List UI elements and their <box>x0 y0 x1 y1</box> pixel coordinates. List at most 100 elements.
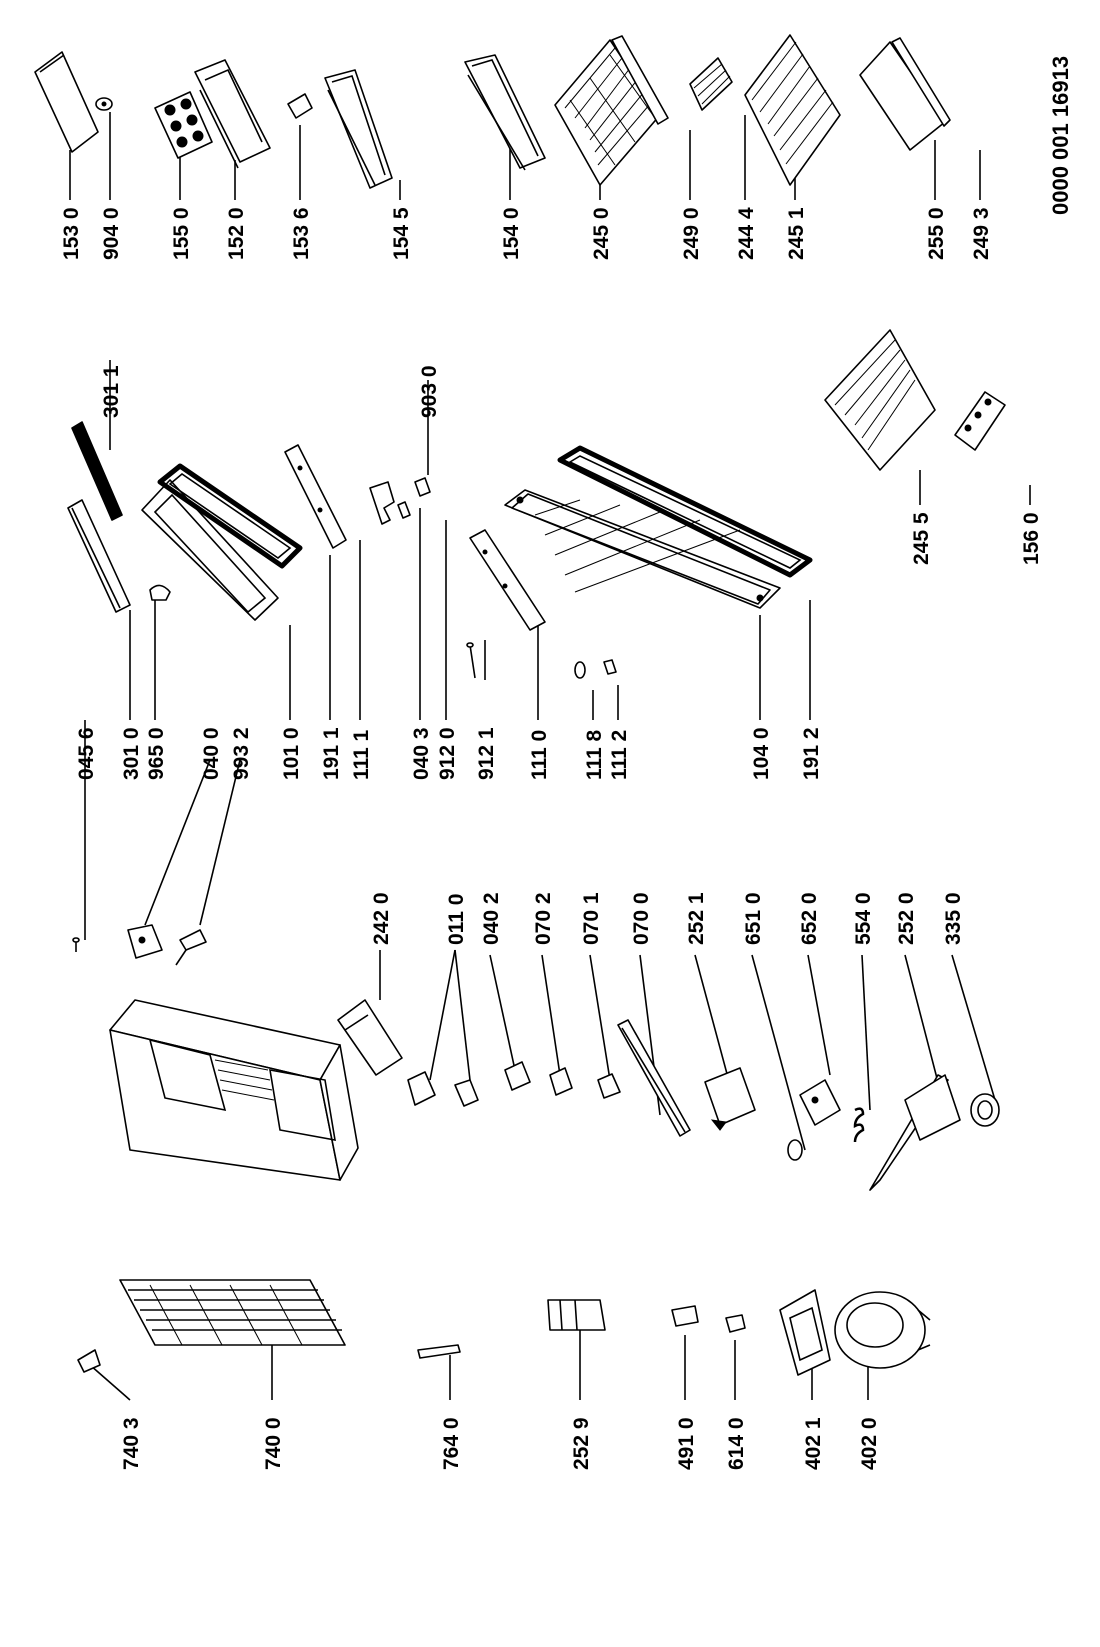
part-knob <box>149 584 171 601</box>
label-244-4: 244 4 <box>735 207 758 260</box>
part-wire-shelf-2 <box>744 34 841 186</box>
label-740-0: 740 0 <box>262 1417 285 1470</box>
part-condenser-clip <box>77 1349 101 1373</box>
part-labels: 153 0 904 0 155 0 152 0 153 6 154 5 154 … <box>60 56 1073 1470</box>
part-key <box>175 929 207 966</box>
part-foot-right <box>549 1067 573 1096</box>
label-191-2: 191 2 <box>800 727 823 780</box>
label-993-2: 993 2 <box>230 727 253 780</box>
part-compressor <box>834 1291 931 1369</box>
part-hinge-bar <box>284 444 347 549</box>
label-402-0: 402 0 <box>858 1417 881 1470</box>
part-gasket-strip <box>71 421 123 521</box>
label-255-0: 255 0 <box>925 207 948 260</box>
part-thermostat <box>869 1074 961 1191</box>
part-bracket <box>127 924 163 959</box>
part-pin <box>466 642 476 679</box>
label-111-2: 111 2 <box>608 730 631 780</box>
label-249-0: 249 0 <box>680 207 703 260</box>
label-252-0: 252 0 <box>895 892 918 945</box>
label-301-1: 301 1 <box>100 365 123 418</box>
part-small-wire-shelf <box>689 57 733 111</box>
part-strip <box>67 499 131 613</box>
label-965-0: 965 0 <box>145 727 168 780</box>
label-156-0: 156 0 <box>1020 512 1043 565</box>
part-main-door <box>504 489 781 609</box>
part-door-gasket <box>157 463 303 569</box>
label-252-1: 252 1 <box>685 892 708 945</box>
part-door-balcony-large <box>464 54 546 171</box>
part-wire-shelf <box>554 39 661 186</box>
part-door-balcony <box>324 69 393 189</box>
part-clip <box>287 93 313 119</box>
part-shelf-strip <box>611 35 669 125</box>
label-242-0: 242 0 <box>370 892 393 945</box>
part-lamp <box>787 1139 803 1161</box>
part-cap-2 <box>603 659 617 675</box>
label-155-0: 155 0 <box>170 207 193 260</box>
label-040-3: 040 3 <box>410 727 433 780</box>
label-153-0: 153 0 <box>60 207 83 260</box>
part-thermostat-housing <box>704 1067 756 1131</box>
part-shelf-tray <box>194 59 271 169</box>
label-249-3: 249 3 <box>970 207 993 260</box>
label-903-0: 903 0 <box>418 365 441 418</box>
label-070-1: 070 1 <box>580 892 603 945</box>
part-lower-hinge-bar <box>469 529 546 631</box>
label-904-0: 904 0 <box>100 207 123 260</box>
label-154-5: 154 5 <box>390 207 413 260</box>
label-245-1: 245 1 <box>785 207 808 260</box>
label-764-0: 764 0 <box>440 1417 463 1470</box>
label-070-0: 070 0 <box>630 892 653 945</box>
part-egg-tray <box>154 91 213 159</box>
label-912-1: 912 1 <box>475 727 498 780</box>
part-dial <box>970 1093 1000 1127</box>
label-101-0: 101 0 <box>280 727 303 780</box>
label-111-1: 111 1 <box>350 729 373 780</box>
part-fittings <box>407 1071 479 1107</box>
label-651-0: 651 0 <box>742 892 765 945</box>
leader-lines <box>69 112 1031 1401</box>
label-252-9: 252 9 <box>570 1417 593 1470</box>
label-152-0: 152 0 <box>225 207 248 260</box>
part-screw <box>397 501 411 519</box>
label-402-1: 402 1 <box>802 1417 825 1470</box>
label-111-8: 111 8 <box>583 729 606 780</box>
document-number: 0000 001 16913 <box>1048 56 1073 215</box>
part-drawer <box>337 999 403 1076</box>
label-104-0: 104 0 <box>750 727 773 780</box>
part-pin-small <box>72 937 80 952</box>
part-lamp-holder <box>799 1079 841 1126</box>
label-111-0: 111 0 <box>528 730 551 780</box>
part-small-screw <box>414 477 431 497</box>
part-drawings <box>34 34 1006 1376</box>
part-door-bar <box>34 51 99 153</box>
part-compressor-cover <box>779 1289 831 1376</box>
part-hinge <box>369 481 395 525</box>
label-740-3: 740 3 <box>120 1417 143 1470</box>
part-foot-left <box>597 1073 621 1099</box>
part-condenser <box>119 1279 346 1346</box>
part-hinge-lower <box>504 1061 531 1091</box>
label-154-0: 154 0 <box>500 207 523 260</box>
part-crisper-shelf <box>824 329 936 471</box>
label-554-0: 554 0 <box>852 892 875 945</box>
part-relay <box>547 1299 606 1331</box>
label-070-2: 070 2 <box>532 892 555 945</box>
part-relay-clip <box>725 1314 746 1333</box>
label-614-0: 614 0 <box>725 1417 748 1470</box>
part-egg-rack <box>954 391 1006 451</box>
label-011-0: 011 0 <box>445 894 468 945</box>
part-small-nut <box>95 97 113 111</box>
part-cap <box>574 661 586 679</box>
part-relay-cap <box>671 1305 699 1327</box>
part-base-rail <box>617 1019 691 1137</box>
label-301-0: 301 0 <box>120 727 143 780</box>
label-045-6: 045 6 <box>75 727 98 780</box>
part-drier <box>417 1344 461 1359</box>
label-491-0: 491 0 <box>675 1417 698 1470</box>
label-040-0: 040 0 <box>200 727 223 780</box>
label-245-0: 245 0 <box>590 207 613 260</box>
